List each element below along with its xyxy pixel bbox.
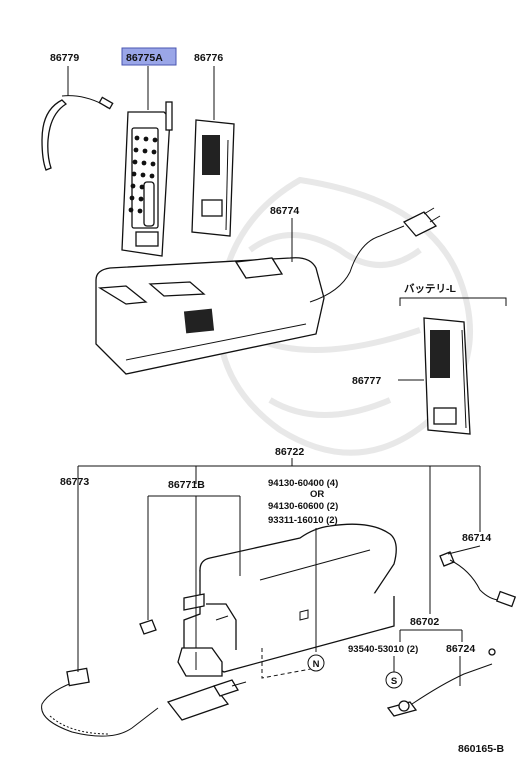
clamp-86724 — [386, 648, 496, 717]
label-bolt1[interactable]: 94130-60400 (4) — [268, 478, 338, 489]
holder-assembly — [183, 523, 397, 673]
label-86775A[interactable]: 86775A — [126, 52, 163, 64]
battery-86776 — [191, 119, 235, 237]
label-86714[interactable]: 86714 — [462, 532, 491, 544]
svg-text:N: N — [313, 659, 320, 670]
svg-text:S: S — [391, 676, 397, 687]
label-86774[interactable]: 86774 — [270, 205, 299, 217]
label-86773[interactable]: 86773 — [60, 476, 89, 488]
label-86722[interactable]: 86722 — [275, 446, 304, 458]
label-86724[interactable]: 86724 — [446, 643, 475, 655]
leader-lines — [67, 66, 481, 686]
strap-86779 — [41, 95, 114, 171]
marker-n: N — [307, 654, 325, 672]
label-93540[interactable]: 93540-53010 (2) — [348, 644, 418, 655]
hidden-line — [261, 648, 317, 679]
bracket-86771B — [177, 647, 223, 677]
highlight-86775A — [121, 47, 177, 66]
label-86777[interactable]: 86777 — [352, 375, 381, 387]
clip — [139, 619, 157, 635]
charger-86774 — [95, 207, 441, 375]
battery-86777 — [423, 317, 471, 435]
handset-86775A — [121, 101, 173, 257]
label-86776[interactable]: 86776 — [194, 52, 223, 64]
label-86779[interactable]: 86779 — [50, 52, 79, 64]
figure-code: 860165-B — [458, 743, 505, 755]
label-or: OR — [310, 489, 324, 500]
label-86702[interactable]: 86702 — [410, 616, 439, 628]
marker-s: S — [385, 671, 403, 689]
cord-86773 — [41, 667, 247, 737]
harness-86714 — [439, 551, 517, 608]
label-battery-group: バッテリ-L — [404, 283, 456, 295]
label-bolt3[interactable]: 93311-16010 (2) — [268, 515, 338, 526]
label-bolt2[interactable]: 94130-60600 (2) — [268, 501, 338, 512]
battery-bracket — [399, 297, 507, 306]
label-86771B[interactable]: 86771B — [168, 479, 205, 491]
